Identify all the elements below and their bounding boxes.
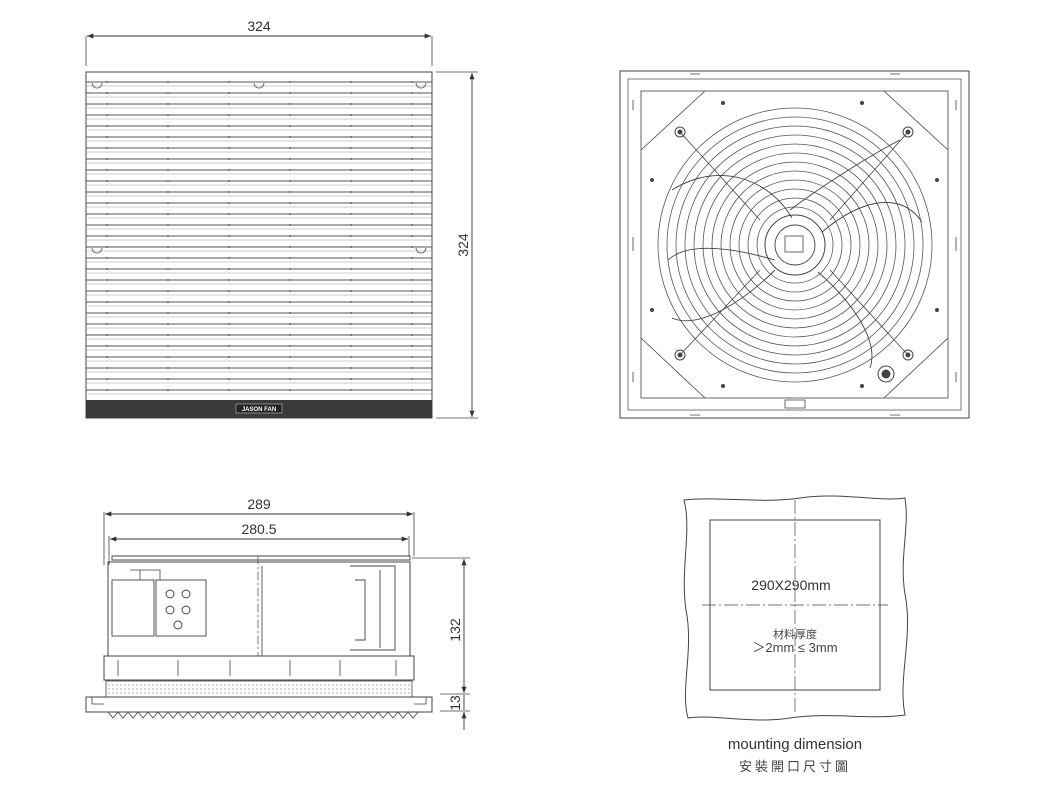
side-height-dimension: 132	[412, 557, 470, 695]
side-top-rim	[111, 555, 411, 561]
rear-fan-view	[619, 70, 970, 419]
terminal-block	[111, 579, 155, 637]
side-flange-dimension: 13	[440, 695, 470, 730]
side-flange	[85, 696, 433, 713]
fan-frame-tabs	[632, 73, 957, 416]
side-view: 289 280.5 132 13	[85, 496, 470, 730]
fan-guard-rings	[657, 107, 933, 383]
grille-louvers	[86, 81, 432, 395]
cutout-size-label: 290X290mm	[751, 577, 830, 593]
side-overall-width-label: 289	[247, 496, 271, 512]
fan-hub-label	[784, 235, 804, 253]
fan-mounting-holes	[650, 101, 939, 388]
mounting-caption-zh: 安裝開口尺寸圖	[739, 759, 851, 774]
panel-outline	[683, 495, 909, 721]
mounting-cutout-view: 290X290mm 材料厚度 ＞2mm ≤ 3mm mounting dimen…	[683, 495, 909, 774]
side-overall-width-dimension: 289	[103, 496, 415, 565]
fan-housing	[640, 90, 949, 399]
fan-guard-spokes	[679, 131, 909, 356]
side-inner-width-label: 280.5	[241, 521, 276, 537]
material-thickness-title: 材料厚度	[773, 627, 817, 641]
terminal-screws	[165, 589, 191, 630]
fan-outer-frame	[619, 70, 970, 419]
filter-mat	[105, 680, 413, 698]
fan-hub-inner	[774, 224, 816, 266]
grille-frame	[85, 71, 433, 419]
fan-inner-frame	[627, 78, 962, 411]
front-view: 324 324 JASON FAN	[85, 18, 478, 419]
side-flange-label: 13	[447, 695, 463, 711]
side-height-label: 132	[447, 618, 463, 642]
front-height-dimension: 324	[436, 71, 478, 419]
side-inner-width-dimension: 280.5	[108, 521, 410, 565]
fan-mounting-screws	[674, 126, 914, 383]
fan-hub-outer	[764, 214, 826, 276]
fan-corner-chamfers	[640, 90, 949, 399]
front-width-dimension: 324	[85, 18, 433, 66]
brand-plate	[235, 403, 283, 414]
side-base-housing	[103, 655, 415, 681]
material-thickness-range: ＞2mm ≤ 3mm	[752, 640, 837, 655]
fan-motor-bracket	[350, 565, 396, 651]
connector-housing	[155, 579, 207, 637]
flange-louver-teeth	[107, 711, 419, 719]
fan-blades	[667, 139, 923, 369]
front-width-label: 324	[247, 18, 271, 34]
mounting-caption: mounting dimension	[728, 736, 862, 753]
front-height-label: 324	[455, 233, 471, 257]
brand-label: JASON FAN	[242, 407, 276, 413]
